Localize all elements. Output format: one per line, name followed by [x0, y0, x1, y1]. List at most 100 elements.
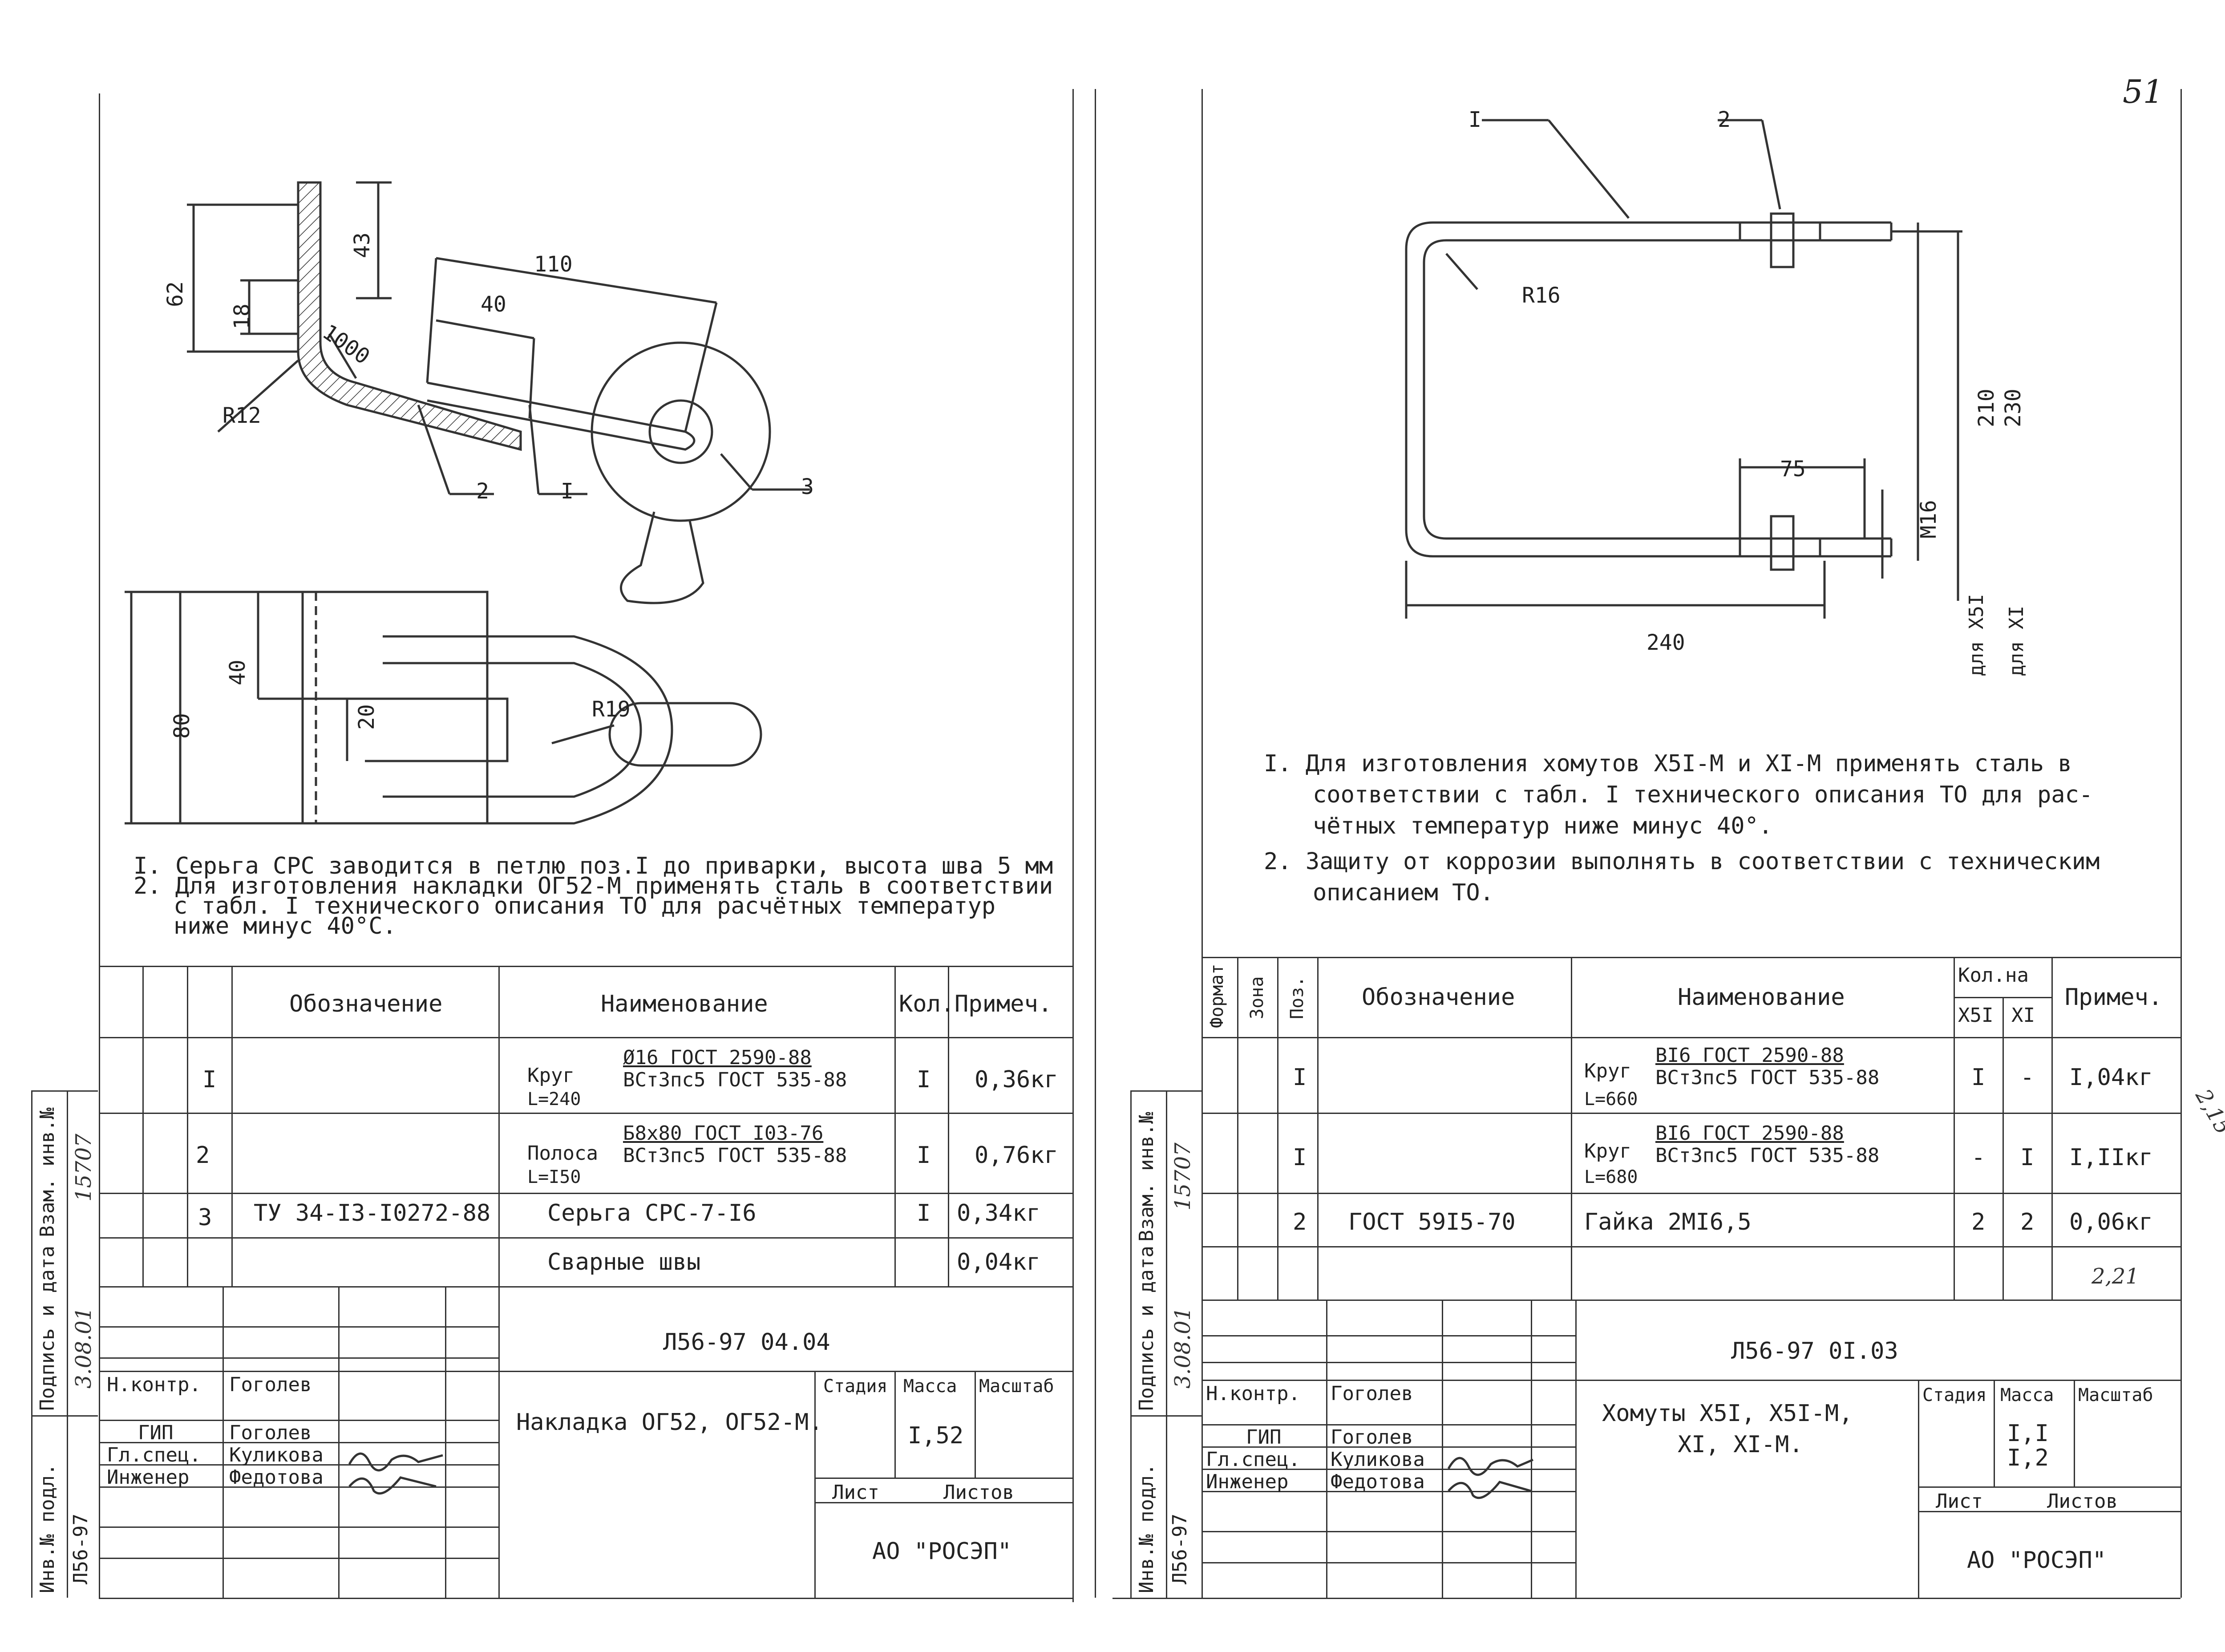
pos-cell: 3 [198, 1204, 212, 1231]
header-qty: Кол. [899, 991, 955, 1017]
sheets-label: Листов [943, 1481, 1014, 1504]
role-label: ГИП [138, 1421, 174, 1444]
note-cell: I,IIкг [2069, 1144, 2153, 1171]
dim-80: 80 [170, 713, 194, 739]
note-cell: 0,04кг [957, 1249, 1040, 1275]
qty-x1-cell: - [2020, 1064, 2035, 1091]
title-text: Накладка ОГ52, ОГ52-М. [516, 1409, 823, 1436]
dim-43: 43 [350, 232, 375, 258]
title-code: Л56-97 0I.03 [1731, 1338, 1898, 1365]
note-cell: 0,06кг [2069, 1209, 2153, 1235]
role-name: Куликова [1331, 1448, 1425, 1471]
qty-cell: I [917, 1200, 931, 1227]
header-name: Наименование [1678, 984, 1845, 1011]
stamp-inv-label: Инв.№ подл. [1135, 1463, 1158, 1593]
header-designation: Обозначение [289, 991, 443, 1017]
note-line: чётных температур ниже минус 40°. [1313, 813, 1773, 839]
pos-cell: I [202, 1066, 217, 1093]
callout-3: 3 [801, 474, 814, 499]
role-name: Гоголев [229, 1421, 312, 1444]
header-format: Формат [1207, 964, 1227, 1028]
role-label: ГИП [1246, 1426, 1282, 1449]
header-zone: Зона [1247, 976, 1267, 1019]
role-name: Куликова [229, 1444, 324, 1466]
right-sheet-border-right [2180, 89, 2182, 1598]
role-name: Гоголев [229, 1373, 312, 1396]
right-sheet-border-bottom [1112, 1598, 2180, 1599]
dim-75: 75 [1780, 457, 1806, 482]
left-sheet-border-right [1072, 89, 1074, 1602]
dim-210: 210 [1974, 389, 1999, 427]
stamp-sign-label: Подпись и дата [36, 1246, 59, 1411]
name-prefix: Круг [1584, 1140, 1631, 1162]
signature-mark [348, 1452, 443, 1472]
sheet-label: Лист [832, 1481, 879, 1504]
name-top: ВI6 ГОСТ 2590-88 [1655, 1044, 1844, 1067]
role-label: Инженер [1206, 1470, 1289, 1493]
role-label: Гл.спец. [107, 1444, 201, 1466]
name-prefix: Круг [527, 1064, 574, 1087]
name-cell: Гайка 2МI6,5 [1584, 1209, 1752, 1235]
role-name: Гоголев [1331, 1382, 1413, 1405]
stamp-inv-label: Инв.№ подл. [36, 1463, 59, 1593]
title-line-1: Хомуты Х5I, Х5I-М, [1602, 1400, 1853, 1427]
stamp-inv-value: Л56-97 [69, 1514, 92, 1584]
title-code: Л56-97 04.04 [663, 1329, 830, 1356]
pos-cell: 2 [196, 1142, 210, 1169]
note-line: с табл. I технического описания ТО для р… [174, 893, 996, 919]
qty-x1-cell: I [2020, 1144, 2035, 1171]
qty-x51-cell: 2 [1971, 1209, 1986, 1235]
dim-230: 230 [2001, 389, 2026, 427]
stamp-vzam-value: 15707 [71, 1134, 96, 1202]
stamp-inv-value: Л56-97 [1169, 1514, 1191, 1584]
role-name: Гоголев [1331, 1426, 1413, 1449]
signature-mark [1447, 1457, 1533, 1476]
page-number: 51 [2123, 73, 2164, 110]
role-name: Федотова [229, 1466, 324, 1489]
stage-label: Стадия [1922, 1385, 1987, 1405]
header-designation: Обозначение [1362, 984, 1515, 1011]
name-length: L=240 [527, 1089, 581, 1109]
mass-value: I,2 [2007, 1445, 2049, 1471]
sheets-label: Листов [2047, 1490, 2118, 1513]
name-bottom: ВСт3пс5 ГОСТ 535-88 [1655, 1144, 1880, 1167]
pos-cell: I [1293, 1144, 1307, 1171]
left-drawing [125, 181, 810, 825]
dim-110: 110 [534, 252, 573, 277]
qty-cell: I [917, 1142, 931, 1169]
qty-x1-cell: 2 [2020, 1209, 2035, 1235]
name-cell: Сварные швы [547, 1249, 701, 1275]
stamp-sign-value: 3.08.01 [1170, 1307, 1195, 1389]
name-top: ВI6 ГОСТ 2590-88 [1655, 1122, 1844, 1145]
callout-1: I [1468, 107, 1481, 132]
stamp-vzam-label: Взам. инв.№ [36, 1107, 59, 1237]
left-sheet-border-bottom [99, 1598, 1073, 1599]
dim-40: 40 [481, 292, 506, 317]
header-qty-x51: Х5I [1958, 1004, 1994, 1027]
note-cell: I,04кг [2069, 1064, 2153, 1091]
note-line: ниже минус 40°С. [174, 913, 396, 939]
name-cell: Серьга СРС-7-I6 [547, 1200, 756, 1227]
stamp-vzam-value: 15707 [1170, 1142, 1195, 1211]
mass-label: Масса [903, 1376, 957, 1397]
qty-x51-cell: - [1971, 1144, 1986, 1171]
stage-label: Стадия [823, 1376, 888, 1397]
header-pos: Поз. [1287, 976, 1307, 1019]
dim-240: 240 [1646, 630, 1685, 655]
name-top: Ø16 ГОСТ 2590-88 [623, 1046, 812, 1069]
right-sheet-border-left [1202, 89, 1203, 1598]
qty-cell: I [917, 1066, 931, 1093]
dim-for-x1: для ХI [2005, 606, 2028, 676]
role-name: Федотова [1331, 1470, 1425, 1493]
role-label: Н.контр. [107, 1373, 201, 1396]
title-line-2: ХI, ХI-М. [1678, 1431, 1803, 1458]
name-length: L=I50 [527, 1167, 581, 1187]
header-qty-x1: ХI [2011, 1004, 2035, 1027]
mass-label: Масса [2000, 1385, 2054, 1405]
callout-2: 2 [476, 479, 489, 504]
dim-r19: R19 [592, 697, 631, 722]
handnote-side: 2,15 [2190, 1085, 2225, 1139]
note-line: I. Для изготовления хомутов Х5I-М и ХI-М… [1264, 750, 2072, 777]
stamp-sign-label: Подпись и дата [1135, 1246, 1158, 1411]
